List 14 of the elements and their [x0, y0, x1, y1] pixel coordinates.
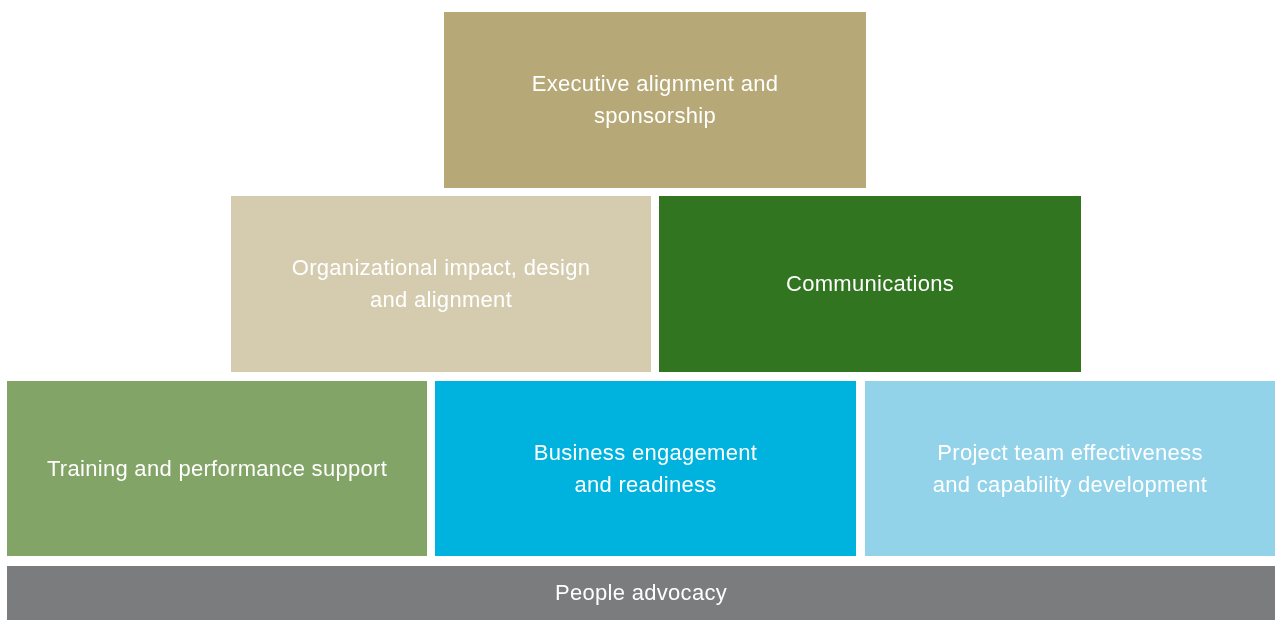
block-label: Communications	[785, 270, 954, 298]
block-label: People advocacy	[554, 579, 728, 607]
pyramid-block	[7, 381, 427, 556]
block-label: Organizational impact, design and alignment	[291, 254, 591, 314]
block-label: Executive alignment and sponsorship	[530, 70, 780, 130]
block-label: Project team effectiveness and capability development	[931, 438, 1209, 499]
pyramid-block	[659, 196, 1081, 372]
pyramid-block	[444, 12, 866, 188]
pyramid-block	[865, 381, 1275, 556]
pyramid-block	[435, 381, 856, 556]
block-label: Training and performance support	[46, 454, 388, 483]
pyramid-block	[231, 196, 651, 372]
pyramid-block	[7, 566, 1275, 620]
block-label: Business engagement and readiness	[532, 438, 759, 499]
